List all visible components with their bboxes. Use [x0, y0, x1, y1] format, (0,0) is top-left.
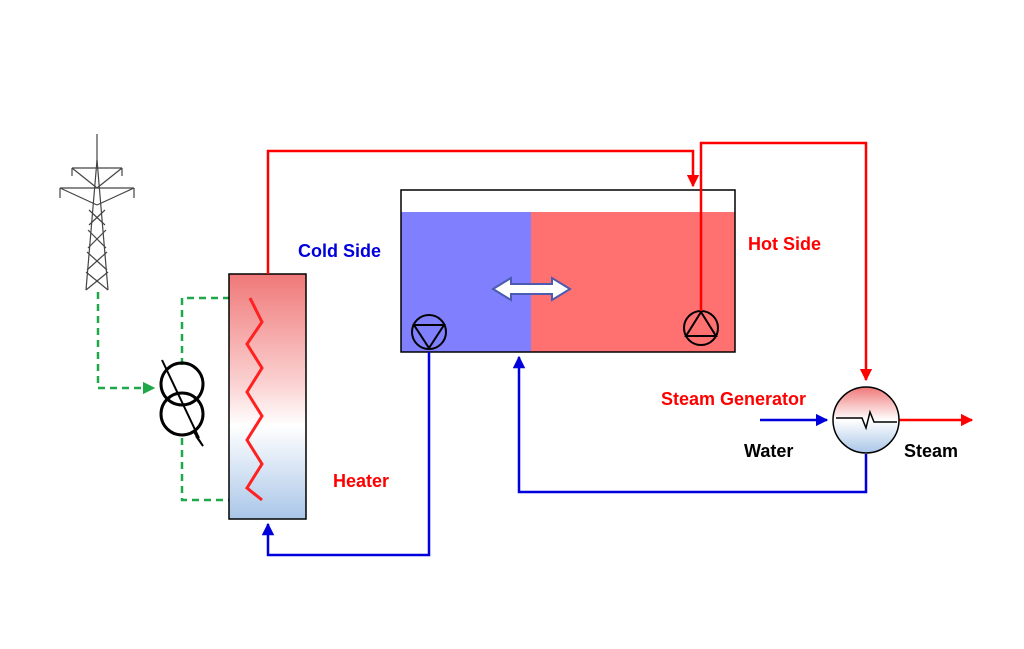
hot-side-label: Hot Side: [748, 234, 822, 254]
heater-vessel: [228, 273, 307, 520]
hot-flow-pipes: [266, 141, 974, 427]
cold-flow-pipes: [261, 352, 868, 557]
steam-generator-icon: [832, 386, 900, 454]
transformer-icon: [159, 359, 205, 447]
heater-label: Heater: [333, 471, 390, 491]
heat-exchange-double-arrow-icon: [491, 276, 572, 302]
water-label: Water: [744, 441, 794, 461]
power-pylon-icon: [59, 134, 135, 291]
heating-coil-icon: [245, 297, 264, 502]
steam-label: Steam: [904, 441, 959, 461]
steam-generator-label: Steam Generator: [661, 389, 807, 409]
cold-pump-icon: [411, 314, 447, 350]
cold-side-label: Cold Side: [298, 241, 382, 261]
